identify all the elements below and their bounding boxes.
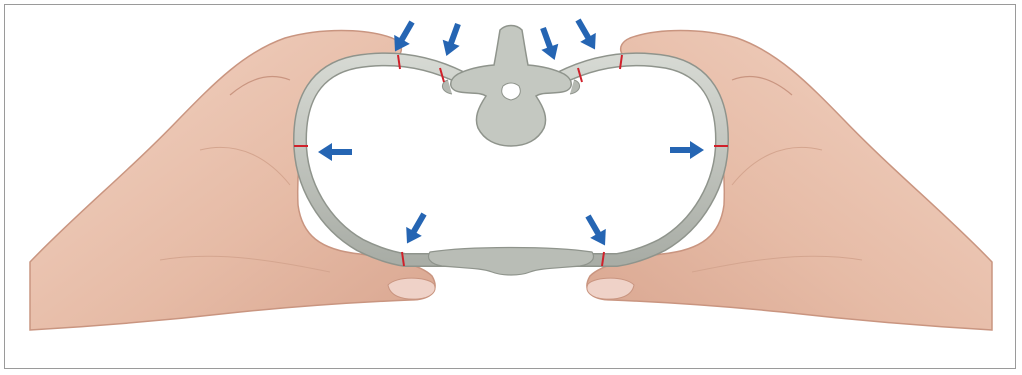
compression-arrow-icon	[670, 141, 704, 159]
left-hand-icon	[30, 31, 435, 331]
compression-arrow-icon	[318, 143, 352, 161]
right-hand-icon	[587, 31, 992, 331]
compression-arrow-icon	[535, 25, 564, 63]
compression-arrow-icon	[570, 16, 603, 54]
sternum-icon	[429, 248, 594, 276]
compression-arrow-icon	[399, 210, 432, 248]
vertebra-icon	[442, 26, 579, 147]
compression-arrow-icon	[580, 212, 613, 250]
compression-arrow-icon	[438, 21, 467, 59]
